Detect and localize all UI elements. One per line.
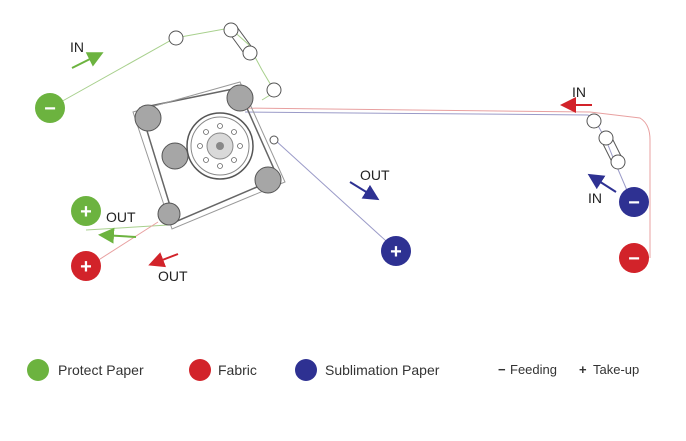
right-tension-rollers — [586, 113, 626, 170]
belt-rollers — [134, 84, 282, 226]
legend-sublimation-paper: Sublimation Paper — [325, 362, 440, 378]
legend-swatch-fabric — [189, 359, 211, 381]
arrow-out-left-green — [98, 227, 137, 244]
arrow-in-top-left — [71, 52, 104, 69]
arrow-out-middle — [349, 181, 380, 201]
fabric-path — [85, 107, 651, 269]
arrow-in-right-bottom — [587, 173, 617, 193]
protect-paper-takeup-roll: + — [71, 196, 101, 226]
legend-swatch-protect-paper — [27, 359, 49, 381]
small-roller — [223, 22, 239, 38]
legend-protect-paper: Protect Paper — [58, 362, 144, 378]
label-in-right-top: IN — [572, 84, 586, 100]
sublimation-paper-feed-roll: − — [619, 187, 649, 217]
label-out-left-green: OUT — [106, 209, 136, 225]
small-roller — [269, 135, 279, 145]
small-roller — [168, 30, 184, 46]
small-roller — [266, 82, 282, 98]
label-in-top-left: IN — [70, 39, 84, 55]
heating-drum — [186, 112, 254, 180]
small-roller — [610, 154, 626, 170]
fabric-feed-roll: − — [619, 243, 649, 273]
label-out-middle: OUT — [360, 167, 390, 183]
feed-symbol: − — [44, 98, 56, 120]
legend-takeup: Take-up — [593, 362, 639, 377]
takeup-symbol: + — [80, 201, 92, 223]
top-tension-rollers — [168, 22, 282, 98]
arrow-out-left-red — [148, 252, 179, 268]
sublimation-paper-takeup-roll: + — [381, 236, 411, 266]
takeup-symbol: + — [80, 256, 92, 278]
legend-feeding-symbol: − — [498, 362, 506, 377]
legend-takeup-symbol: + — [579, 362, 587, 377]
legend-feeding: Feeding — [510, 362, 557, 377]
feed-symbol: − — [628, 192, 640, 214]
protect-paper-feed-roll: − — [35, 93, 65, 123]
label-out-left-red: OUT — [158, 268, 188, 284]
feed-symbol: − — [628, 248, 640, 270]
legend-fabric: Fabric — [218, 362, 257, 378]
takeup-symbol: + — [390, 241, 402, 263]
sublimation-paper-path — [244, 111, 633, 251]
legend-swatch-sublimation-paper — [295, 359, 317, 381]
small-roller — [242, 45, 258, 61]
fabric-takeup-roll: + — [71, 251, 101, 281]
small-roller — [598, 130, 614, 146]
small-roller — [586, 113, 602, 129]
label-in-right-bottom: IN — [588, 190, 602, 206]
legend: Protect Paper Fabric Sublimation Paper −… — [27, 359, 639, 381]
